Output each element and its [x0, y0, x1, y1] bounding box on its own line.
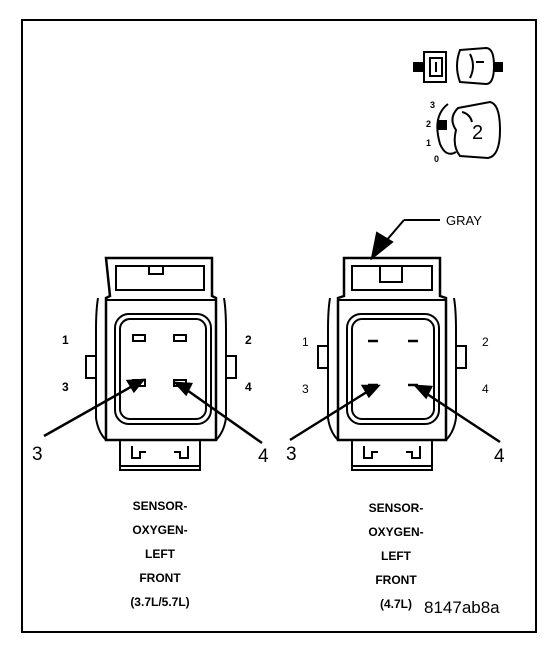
left-caption-line-1: SENSOR- [132, 499, 188, 513]
right-pin-label-1: 1 [302, 335, 309, 349]
left-pin-label-3: 3 [62, 380, 69, 394]
left-connector-body [85, 256, 237, 471]
scale-tick-2: 2 [426, 119, 432, 129]
left-connector-pin-1 [132, 334, 146, 342]
connector-plug-icon [413, 46, 503, 86]
lock-position-number: 2 [472, 122, 484, 144]
right-caption-line-2: OXYGEN- [368, 525, 424, 539]
right-pin-label-4: 4 [482, 382, 489, 396]
scale-tick-0: 0 [434, 154, 440, 164]
gray-label: GRAY [446, 213, 482, 228]
left-connector-caption: SENSOR- OXYGEN- LEFT FRONT (3.7L/5.7L) [100, 494, 220, 614]
right-caption-line-4: FRONT [375, 573, 417, 587]
left-leader-4 [172, 381, 263, 445]
right-pin-label-3: 3 [302, 382, 309, 396]
left-callout-4: 4 [258, 446, 269, 467]
right-caption-line-3: LEFT [381, 549, 411, 563]
right-pin-label-2: 2 [482, 335, 489, 349]
left-caption-line-3: LEFT [145, 547, 175, 561]
left-pin-label-1: 1 [62, 333, 69, 347]
scale-tick-1: 1 [426, 138, 432, 148]
left-caption-line-5: (3.7L/5.7L) [130, 595, 190, 609]
left-pin-label-2: 2 [245, 333, 252, 347]
right-callout-4: 4 [494, 446, 505, 467]
right-leader-3 [289, 384, 381, 442]
gray-leader [370, 219, 440, 261]
right-connector-body [317, 256, 467, 471]
left-caption-line-2: OXYGEN- [132, 523, 188, 537]
diagram-frame [21, 19, 537, 633]
right-connector-caption: SENSOR- OXYGEN- LEFT FRONT (4.7L) [336, 496, 456, 616]
scale-tick-3: 3 [430, 100, 436, 110]
figure-id: 8147ab8a [424, 598, 500, 617]
connector-lock-icon [436, 100, 502, 160]
left-caption-line-4: FRONT [139, 571, 181, 585]
right-caption-line-5: (4.7L) [379, 597, 412, 611]
right-callout-3: 3 [286, 444, 297, 465]
left-connector-pin-2 [173, 334, 187, 342]
left-pin-label-4: 4 [245, 380, 252, 394]
right-caption-line-1: SENSOR- [368, 501, 424, 515]
left-callout-3: 3 [32, 444, 43, 465]
right-leader-4 [412, 384, 501, 444]
left-leader-3 [43, 378, 146, 438]
